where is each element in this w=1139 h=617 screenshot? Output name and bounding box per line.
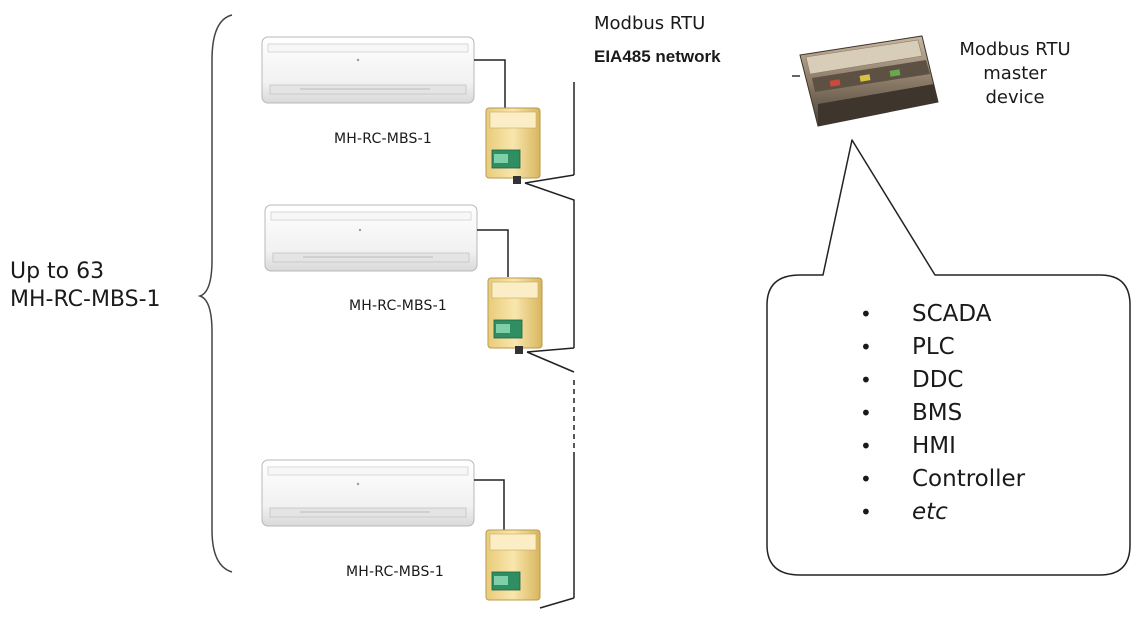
bus-label-line1: Modbus RTU bbox=[594, 13, 706, 34]
gateway-label: MH-RC-MBS-1 bbox=[349, 298, 447, 314]
option-item: PLC bbox=[858, 331, 1025, 364]
eia485-bus bbox=[524, 82, 575, 609]
ac-unit bbox=[261, 36, 475, 104]
master-label-line: device bbox=[985, 87, 1045, 108]
ac-gateway-wire bbox=[477, 229, 509, 277]
option-item: DDC bbox=[858, 364, 1025, 397]
option-item: etc bbox=[858, 496, 1025, 529]
gateway-module bbox=[485, 529, 541, 601]
gateway-label: MH-RC-MBS-1 bbox=[334, 131, 432, 147]
options-list: SCADA PLC DDC BMS HMI Controller etc bbox=[858, 298, 1025, 529]
master-device bbox=[799, 35, 939, 127]
ac-unit bbox=[261, 459, 475, 527]
gateway-module bbox=[485, 107, 541, 184]
group-label-line: Up to 63 bbox=[10, 259, 105, 284]
master-label-line: Modbus RTU bbox=[959, 39, 1071, 60]
option-item: BMS bbox=[858, 397, 1025, 430]
group-label: Up to 63 MH-RC-MBS-1 bbox=[10, 258, 161, 314]
group-brace bbox=[197, 14, 233, 573]
option-item: Controller bbox=[858, 463, 1025, 496]
ac-gateway-wire bbox=[474, 479, 505, 530]
bus-label-line2: EIA485 network bbox=[594, 47, 721, 66]
gateway-label: MH-RC-MBS-1 bbox=[346, 564, 444, 580]
group-label-line: MH-RC-MBS-1 bbox=[10, 287, 161, 312]
option-item: HMI bbox=[858, 430, 1025, 463]
ac-gateway-wire bbox=[474, 59, 506, 108]
master-device-label: Modbus RTU master device bbox=[940, 38, 1090, 110]
master-label-line: master bbox=[983, 63, 1047, 84]
option-item: SCADA bbox=[858, 298, 1025, 331]
gateway-module bbox=[487, 277, 543, 354]
ac-unit bbox=[264, 204, 478, 272]
